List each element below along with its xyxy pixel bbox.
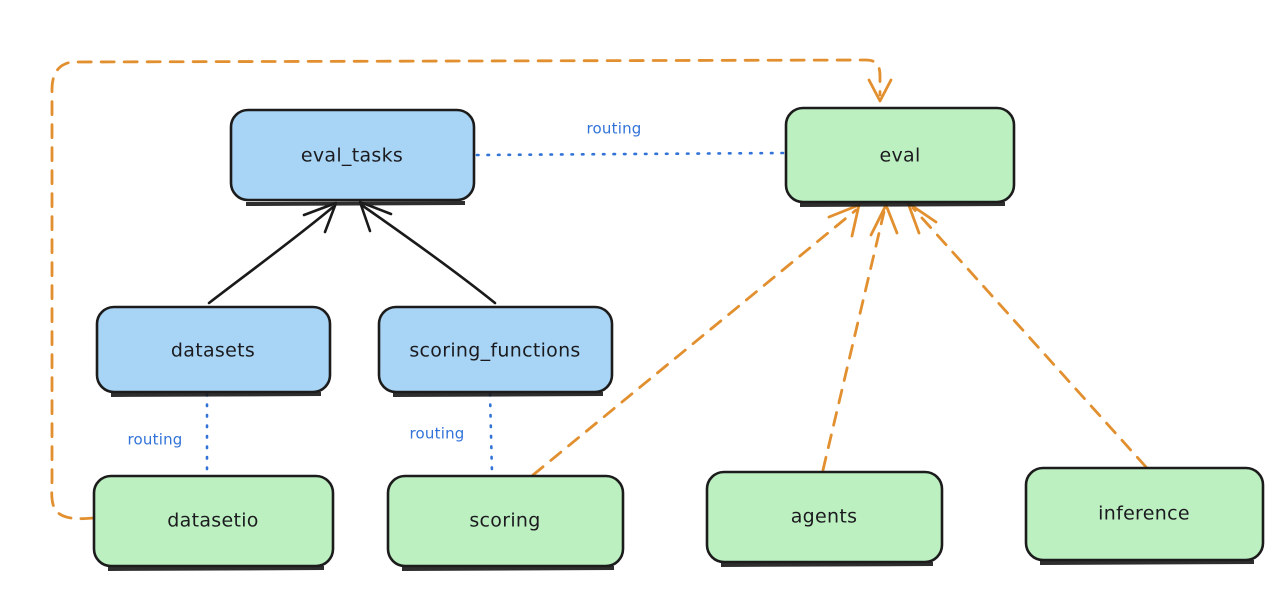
node-eval[interactable]: eval — [784, 106, 1016, 207]
node-scoring-functions[interactable]: scoring_functions — [377, 305, 614, 397]
edge-scoring-functions-scoring[interactable] — [488, 392, 494, 476]
node-label-datasetio: datasetio — [167, 510, 258, 532]
edge-layer — [50, 58, 1148, 521]
node-label-eval: eval — [879, 145, 920, 167]
node-layer: eval_tasks eval datasets scoring_functio… — [92, 106, 1265, 571]
node-label-eval-tasks: eval_tasks — [301, 145, 403, 167]
edge-eval-tasks-eval[interactable] — [475, 151, 785, 157]
edge-scoring-functions-eval-tasks[interactable] — [358, 200, 497, 305]
node-datasetio[interactable]: datasetio — [92, 474, 335, 571]
node-label-scoring-functions: scoring_functions — [409, 340, 580, 362]
edge-label-routing-eval-tasks: routing — [587, 120, 642, 138]
node-label-inference: inference — [1098, 503, 1190, 525]
edge-inference-eval[interactable] — [906, 201, 1148, 469]
node-label-scoring: scoring — [469, 510, 540, 532]
edge-agents-eval[interactable] — [821, 203, 899, 472]
edge-label-layer: routing routing routing — [128, 120, 642, 449]
edge-label-routing-datasets: routing — [128, 431, 183, 449]
edge-datasetio-eval[interactable] — [50, 58, 893, 521]
edge-label-routing-scoring-functions: routing — [410, 425, 465, 443]
node-datasets[interactable]: datasets — [95, 305, 332, 397]
node-inference[interactable]: inference — [1024, 466, 1265, 565]
node-eval-tasks[interactable]: eval_tasks — [229, 108, 476, 206]
node-agents[interactable]: agents — [705, 470, 944, 567]
node-scoring[interactable]: scoring — [386, 474, 625, 571]
edge-datasets-eval-tasks[interactable] — [207, 201, 338, 305]
node-label-datasets: datasets — [171, 340, 255, 362]
node-label-agents: agents — [791, 506, 858, 528]
